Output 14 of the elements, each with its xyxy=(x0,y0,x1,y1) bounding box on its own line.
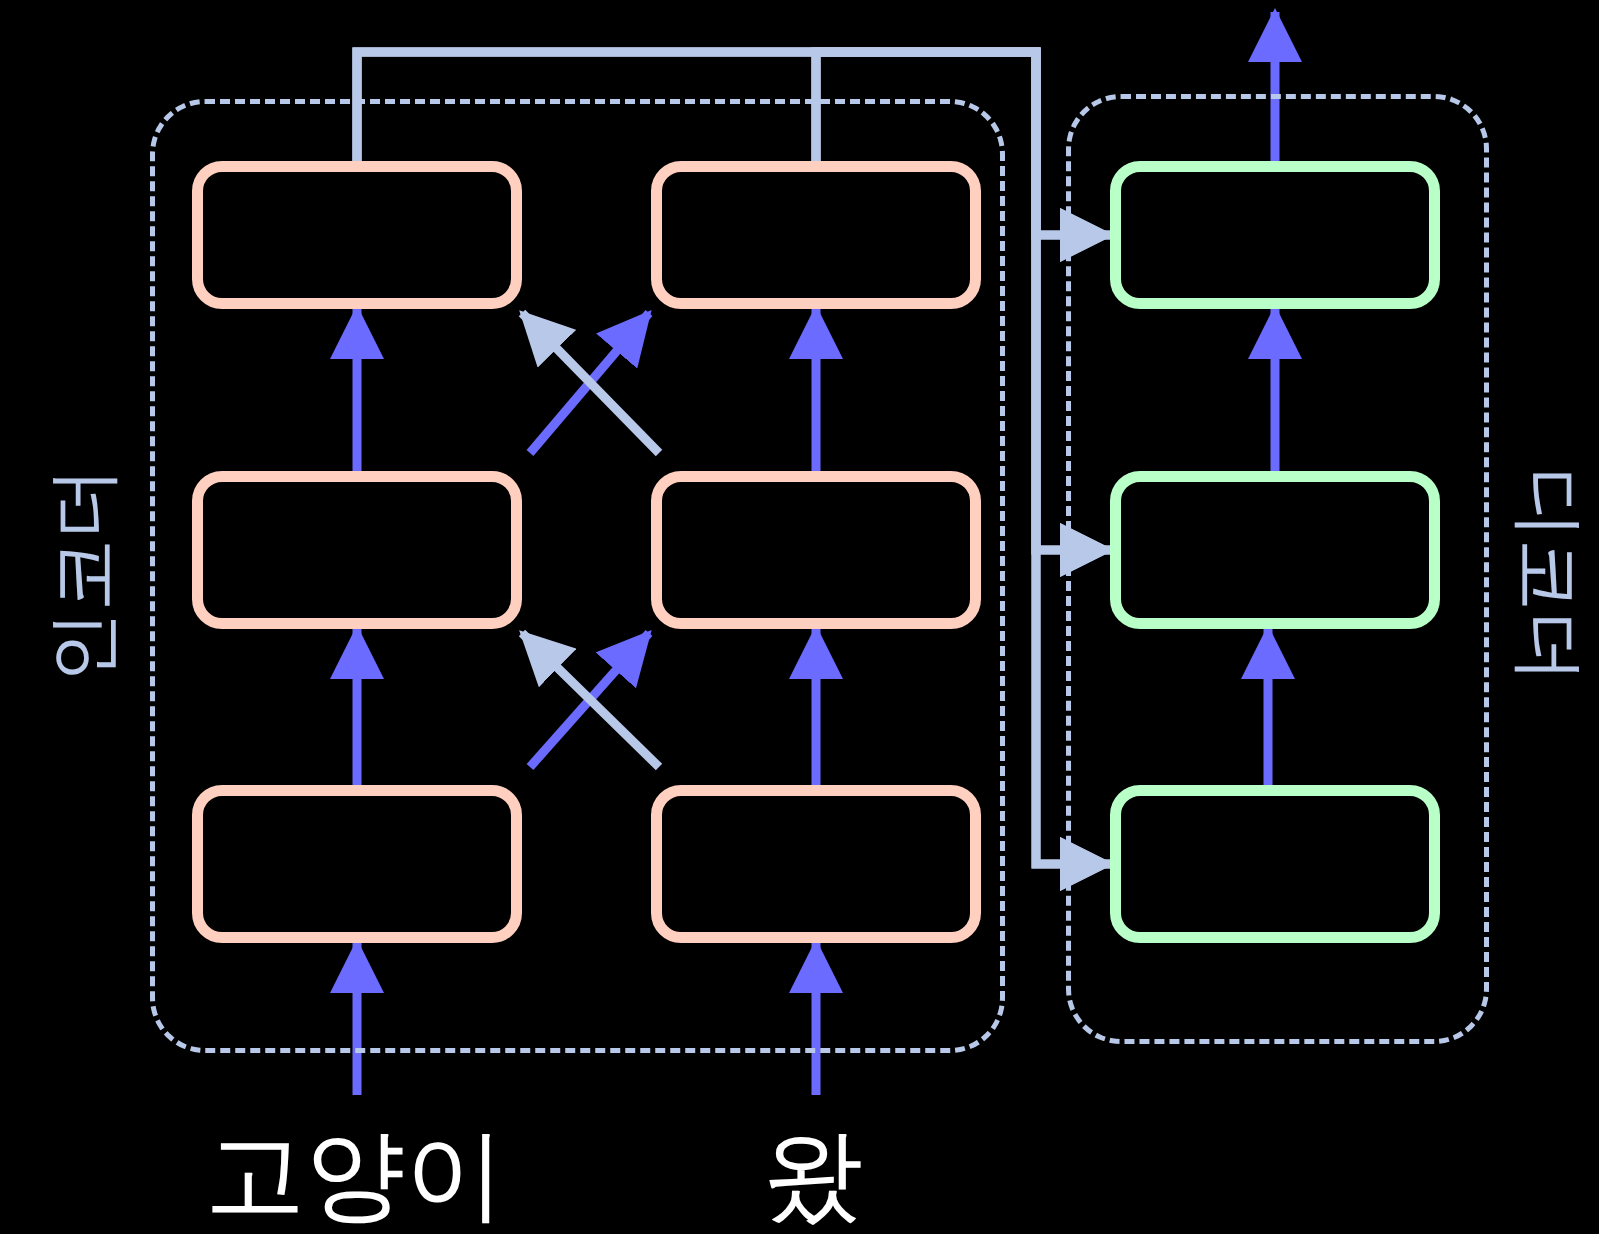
encoder-box xyxy=(651,161,981,309)
encoder-box xyxy=(651,471,981,629)
input-word: 왔 xyxy=(762,1120,864,1230)
input-word: 고양이 xyxy=(205,1120,505,1230)
encoder-box xyxy=(192,161,522,309)
arrow xyxy=(1248,8,1302,161)
group-label: 인코더 xyxy=(46,467,118,683)
group-label: 디코더 xyxy=(1514,467,1586,683)
decoder-box xyxy=(1110,785,1440,943)
decoder-box xyxy=(1110,161,1440,309)
encoder-box xyxy=(651,785,981,943)
encoder-box xyxy=(192,785,522,943)
encoder-box xyxy=(192,471,522,629)
decoder-box xyxy=(1110,471,1440,629)
